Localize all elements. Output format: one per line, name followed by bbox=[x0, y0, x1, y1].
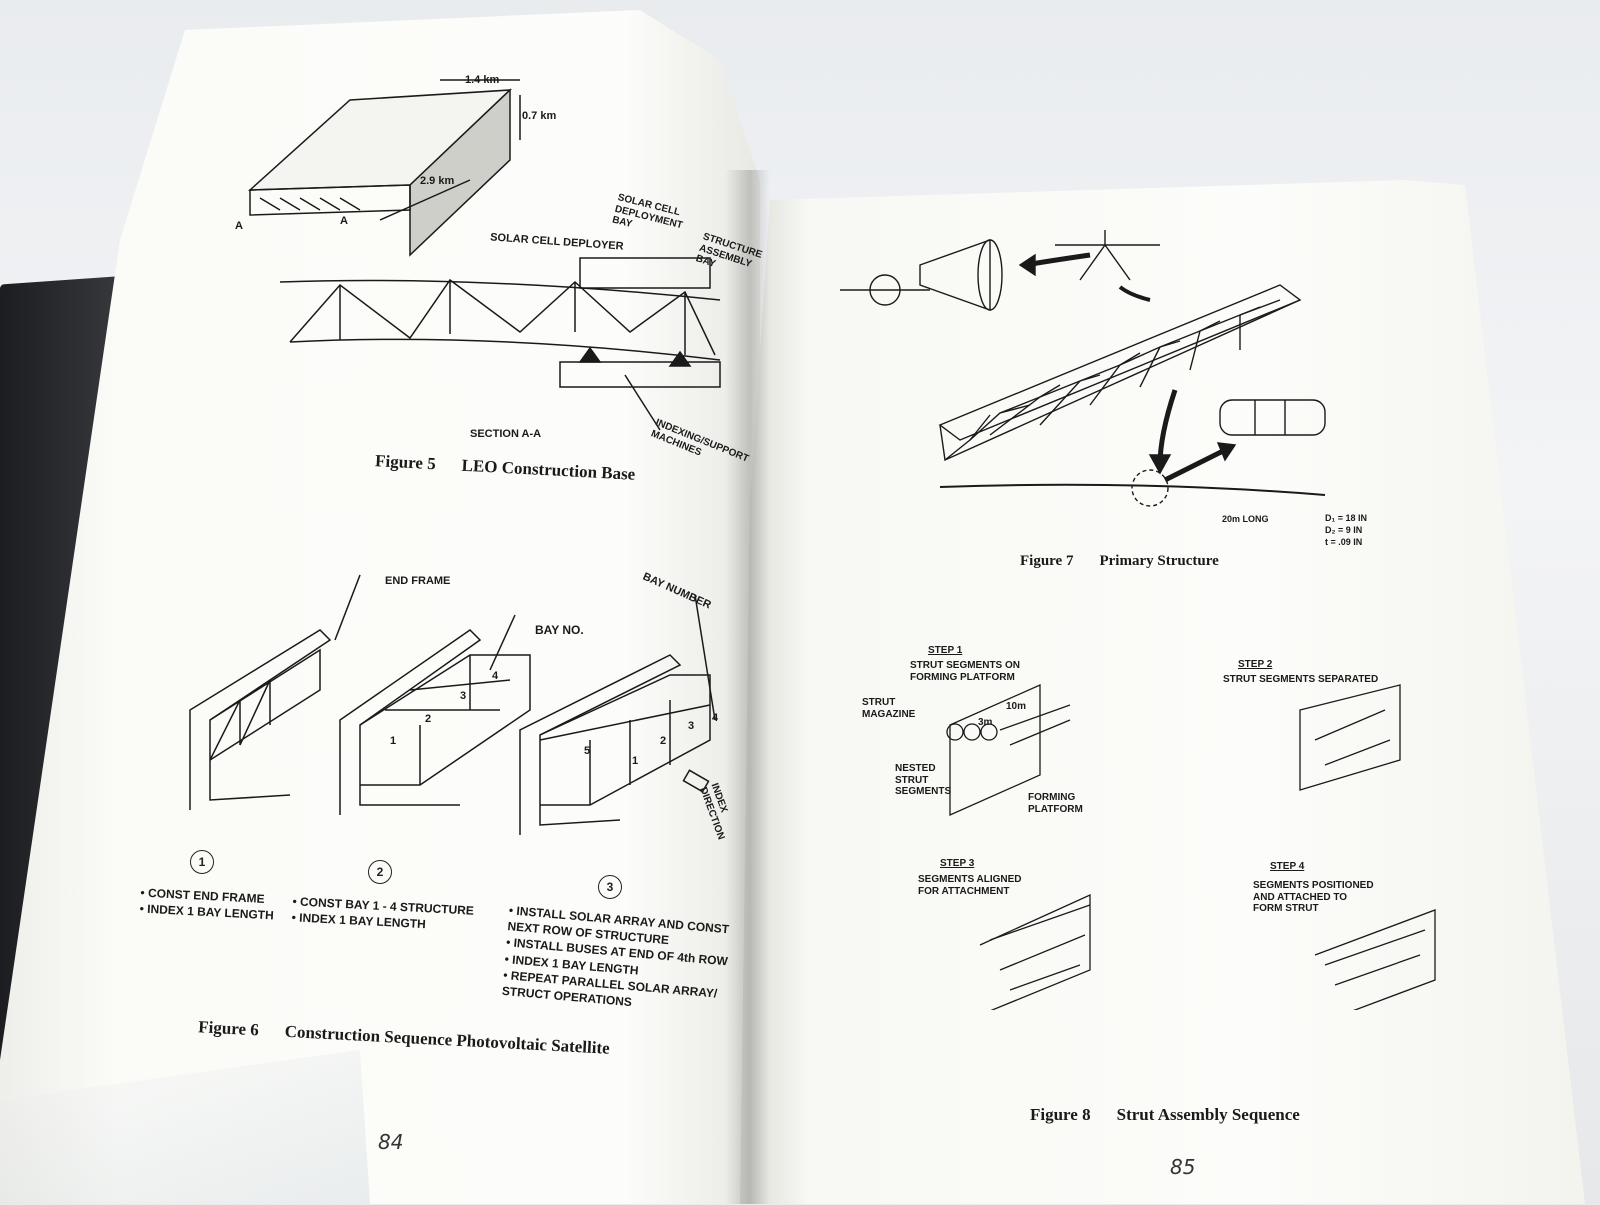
fig7-d2: D₂ = 9 IN bbox=[1325, 525, 1363, 535]
right-page bbox=[740, 180, 1585, 1204]
fig6-bay-3-2: 2 bbox=[660, 735, 667, 747]
fig8-step1: STEP 1 bbox=[928, 645, 963, 656]
fig6-bay-2-1: 1 bbox=[390, 735, 397, 747]
fig8-step2: STEP 2 bbox=[1238, 659, 1273, 670]
fig6-number: Figure 6 bbox=[197, 1017, 260, 1040]
book-spine bbox=[725, 170, 770, 1204]
fig6-step-1-marker: 1 bbox=[190, 850, 214, 874]
fig6-step-1-list: CONST END FRAME INDEX 1 BAY LENGTH bbox=[139, 885, 275, 924]
fig6-bay-3-1: 1 bbox=[632, 755, 639, 767]
fig6-bay-2-4: 4 bbox=[492, 670, 499, 682]
fig8-caption: Figure 8 Strut Assembly Sequence bbox=[1030, 1105, 1300, 1125]
fig8-dim-10m: 10m bbox=[1006, 701, 1027, 712]
fig6-step-3-marker: 3 bbox=[598, 875, 622, 899]
fig8-step4-desc: SEGMENTS POSITIONED AND ATTACHED TO FORM… bbox=[1253, 880, 1374, 914]
fig5-section-mark-left: A bbox=[235, 220, 243, 232]
fig6-bay-3-3: 3 bbox=[688, 720, 695, 732]
fig8-dim-3m: 3m bbox=[978, 717, 993, 728]
fig6-bay-2-2: 2 bbox=[425, 713, 432, 725]
fig7-length: 20m LONG bbox=[1222, 514, 1269, 524]
fig8-forming-platform: FORMING PLATFORM bbox=[1028, 792, 1083, 815]
fig8-step3-desc: SEGMENTS ALIGNED FOR ATTACHMENT bbox=[918, 874, 1022, 897]
fig7-number: Figure 7 bbox=[1020, 553, 1074, 569]
fig8-step1-desc: STRUT SEGMENTS ON FORMING PLATFORM bbox=[910, 660, 1021, 683]
fig5-section-mark-right: A bbox=[340, 215, 348, 227]
fig7-t: t = .09 IN bbox=[1325, 537, 1363, 547]
fig8-title: Strut Assembly Sequence bbox=[1116, 1105, 1300, 1124]
fig5-dim-width: 1.4 km bbox=[465, 74, 500, 86]
fig6-bay-no: BAY NO. bbox=[535, 623, 584, 637]
fig5-number: Figure 5 bbox=[374, 451, 437, 474]
fig8-step3: STEP 3 bbox=[940, 858, 975, 869]
fig7-d1: D₁ = 18 IN bbox=[1325, 513, 1367, 523]
fig6-step-2-marker: 2 bbox=[368, 860, 392, 884]
figure8-drawing bbox=[946, 683, 1436, 1010]
fig6-bay-3-5: 5 bbox=[584, 745, 591, 757]
fig8-step2-desc: STRUT SEGMENTS SEPARATED bbox=[1223, 674, 1379, 685]
fig8-strut-magazine: STRUT MAGAZINE bbox=[862, 697, 916, 720]
fig6-bay-3-4: 4 bbox=[712, 712, 719, 724]
fig8-nested: NESTED STRUT SEGMENTS bbox=[895, 763, 952, 797]
fig8-number: Figure 8 bbox=[1030, 1105, 1091, 1124]
fig8-step4: STEP 4 bbox=[1270, 861, 1305, 872]
right-page-number: 85 bbox=[1170, 1155, 1196, 1179]
figure5-drawing bbox=[247, 79, 721, 431]
fig6-bay-2-3: 3 bbox=[460, 690, 467, 702]
figure6-drawing bbox=[189, 574, 716, 835]
fig5-dim-height: 0.7 km bbox=[522, 110, 557, 122]
left-page-number: 84 bbox=[378, 1130, 404, 1154]
fig6-step-3-list: INSTALL SOLAR ARRAY AND CONST NEXT ROW O… bbox=[501, 902, 739, 1019]
fig5-dim-length: 2.9 km bbox=[420, 175, 455, 187]
fig6-end-frame: END FRAME bbox=[385, 575, 451, 587]
fig5-section-label: SECTION A-A bbox=[470, 428, 542, 440]
fig7-title: Primary Structure bbox=[1099, 553, 1219, 569]
figure7-drawing bbox=[840, 230, 1326, 507]
fig7-caption: Figure 7 Primary Structure bbox=[1020, 553, 1219, 570]
